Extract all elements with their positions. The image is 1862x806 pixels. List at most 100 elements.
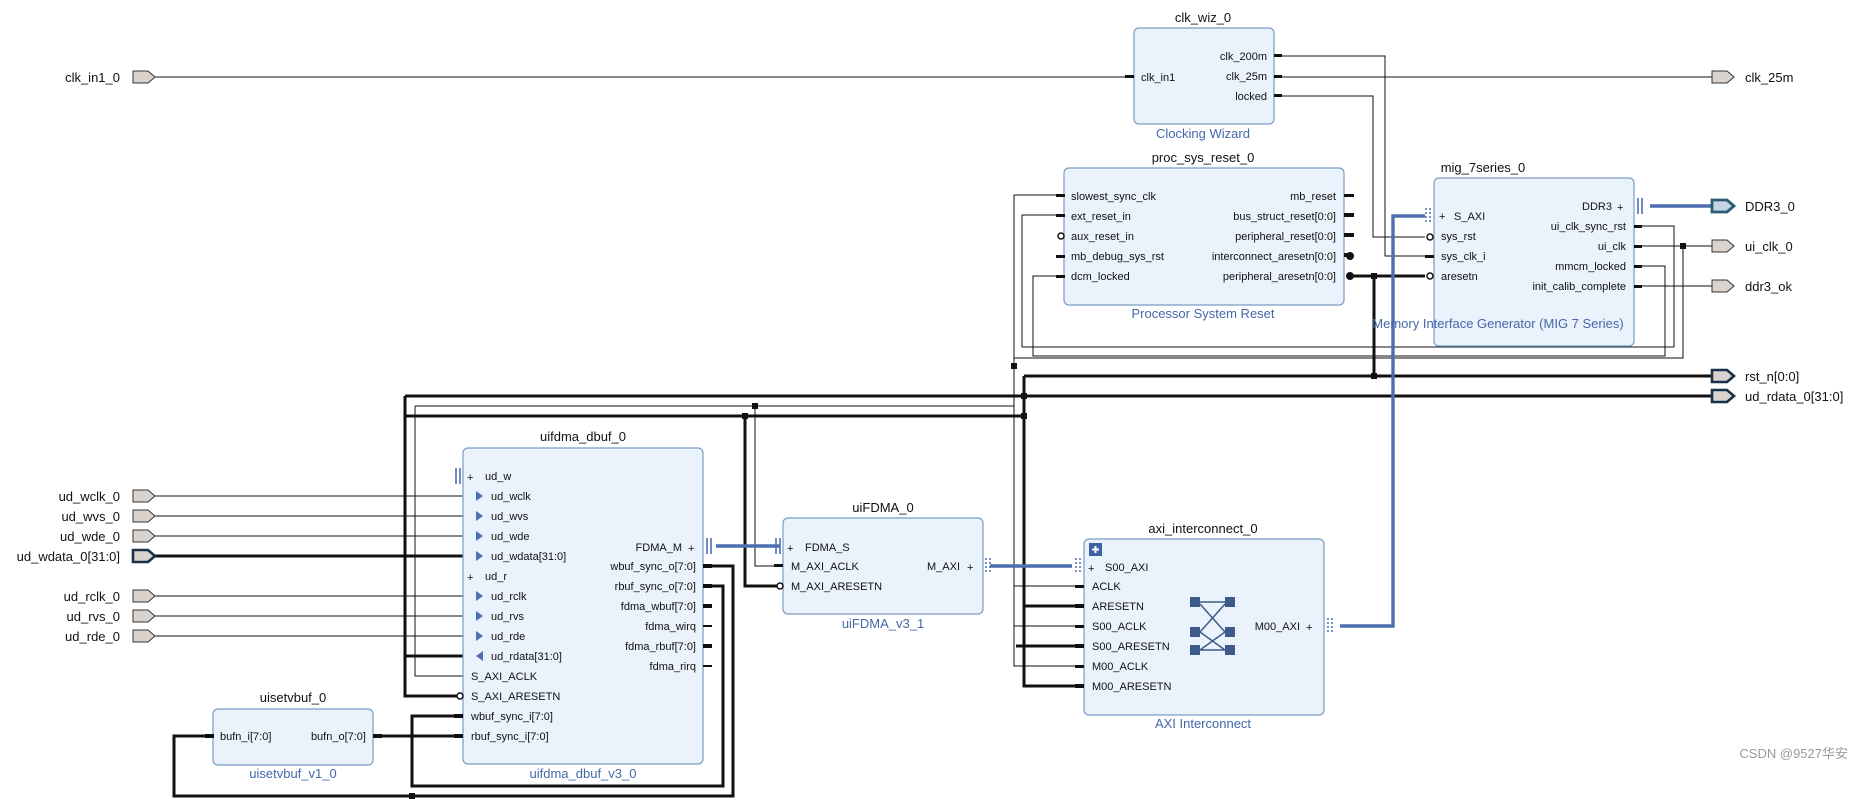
expand-plus-icon[interactable]: + [1617, 202, 1623, 214]
pin-ud-rclk[interactable]: ud_rclk [491, 591, 527, 603]
pin-fdma-s[interactable]: FDMA_S [805, 542, 850, 554]
port-ud-wde[interactable] [132, 529, 156, 543]
block-instance-name: clk_wiz_0 [1175, 10, 1231, 25]
port-clk-in1[interactable] [132, 70, 156, 84]
port-label-ud-rvs: ud_rvs_0 [67, 609, 120, 624]
pin-peripheral-reset[interactable]: peripheral_reset[0:0] [1235, 231, 1336, 243]
pin-bus-struct-reset[interactable]: bus_struct_reset[0:0] [1233, 211, 1336, 223]
port-ud-wdata[interactable] [131, 548, 157, 564]
pin-fdma-rirq[interactable]: fdma_rirq [650, 661, 696, 673]
port-label-ud-wdata: ud_wdata_0[31:0] [17, 549, 120, 564]
pin-wbuf-sync-i[interactable]: wbuf_sync_i[7:0] [470, 711, 553, 723]
pin-s-axi-aclk[interactable]: S_AXI_ACLK [471, 671, 538, 683]
pin-rbuf-sync-o[interactable]: rbuf_sync_o[7:0] [615, 581, 696, 593]
port-ud-wclk[interactable] [132, 489, 156, 503]
pin-peripheral-aresetn[interactable]: peripheral_aresetn[0:0] [1223, 271, 1336, 283]
block-uifdma-dbuf[interactable]: uifdma_dbuf_0 uifdma_dbuf_v3_0 + ud_w ud… [454, 429, 712, 781]
expand-block-icon[interactable] [1089, 543, 1102, 556]
pin-bufn-o[interactable]: bufn_o[7:0] [311, 731, 366, 743]
pin-mb-debug-sys-rst[interactable]: mb_debug_sys_rst [1071, 251, 1164, 263]
pin-m00-aclk[interactable]: M00_ACLK [1092, 661, 1149, 673]
port-ud-rdata[interactable] [1710, 388, 1736, 404]
port-ui-clk[interactable] [1711, 239, 1735, 253]
pin-sys-rst[interactable]: sys_rst [1441, 231, 1476, 243]
expand-plus-icon[interactable]: + [467, 472, 473, 484]
port-rst-n[interactable] [1710, 368, 1736, 384]
pin-m-axi-aresetn[interactable]: M_AXI_ARESETN [791, 581, 882, 593]
pin-ud-rvs[interactable]: ud_rvs [491, 611, 525, 623]
block-uifdma[interactable]: uiFDMA_0 uiFDMA_v3_1 + FDMA_S M_AXI_ACLK… [774, 500, 991, 631]
pin-fdma-m[interactable]: FDMA_M [636, 542, 682, 554]
pin-ui-clk[interactable]: ui_clk [1598, 241, 1627, 253]
port-ud-rclk[interactable] [132, 589, 156, 603]
pin-mmcm-locked[interactable]: mmcm_locked [1555, 261, 1626, 273]
pin-aresetn[interactable]: ARESETN [1092, 601, 1144, 613]
port-ud-wvs[interactable] [132, 509, 156, 523]
pin-mb-reset[interactable]: mb_reset [1290, 191, 1336, 203]
port-ddr3-ok[interactable] [1711, 279, 1735, 293]
pin-fdma-wirq[interactable]: fdma_wirq [645, 621, 696, 633]
pin-ud-wclk[interactable]: ud_wclk [491, 491, 531, 503]
pin-wbuf-sync-o[interactable]: wbuf_sync_o[7:0] [609, 561, 696, 573]
pin-aresetn[interactable]: aresetn [1441, 271, 1478, 283]
port-ud-rvs[interactable] [132, 609, 156, 623]
block-ip-name: uifdma_dbuf_v3_0 [530, 766, 637, 781]
port-ddr3[interactable] [1710, 198, 1737, 214]
bus-interface-icon [985, 558, 991, 574]
pin-ud-w[interactable]: ud_w [485, 471, 511, 483]
pin-aux-reset-in[interactable]: aux_reset_in [1071, 231, 1134, 243]
expand-plus-icon[interactable]: + [1088, 563, 1094, 575]
block-uisetvbuf[interactable]: uisetvbuf_0 uisetvbuf_v1_0 bufn_i[7:0] b… [205, 690, 382, 781]
pin-ud-r[interactable]: ud_r [485, 571, 507, 583]
expand-plus-icon[interactable]: + [688, 543, 694, 555]
pin-dcm-locked[interactable]: dcm_locked [1071, 271, 1130, 283]
pin-rbuf-sync-i[interactable]: rbuf_sync_i[7:0] [471, 731, 549, 743]
pin-s00-aresetn[interactable]: S00_ARESETN [1092, 641, 1170, 653]
expand-plus-icon[interactable]: + [1439, 211, 1445, 223]
pin-clk-200m[interactable]: clk_200m [1220, 51, 1267, 63]
pin-ud-wvs[interactable]: ud_wvs [491, 511, 529, 523]
block-axi-interconnect[interactable]: axi_interconnect_0 AXI Interconnect + S0… [1075, 521, 1333, 731]
pin-fdma-rbuf[interactable]: fdma_rbuf[7:0] [625, 641, 696, 653]
pin-ud-rdata[interactable]: ud_rdata[31:0] [491, 651, 562, 663]
pin-m-axi[interactable]: M_AXI [927, 561, 960, 573]
pin-clk-25m[interactable]: clk_25m [1226, 71, 1267, 83]
pin-ud-rde[interactable]: ud_rde [491, 631, 525, 643]
port-clk-25m[interactable] [1711, 70, 1735, 84]
pin-ud-wde[interactable]: ud_wde [491, 531, 530, 543]
block-instance-name: uiFDMA_0 [852, 500, 913, 515]
pin-bufn-i[interactable]: bufn_i[7:0] [220, 731, 271, 743]
block-mig[interactable]: mig_7series_0 Memory Interface Generator… [1372, 160, 1643, 347]
pin-sys-clk-i[interactable]: sys_clk_i [1441, 251, 1486, 263]
port-label-ddr3: DDR3_0 [1745, 199, 1795, 214]
pin-m-axi-aclk[interactable]: M_AXI_ACLK [791, 561, 860, 573]
block-instance-name: axi_interconnect_0 [1148, 521, 1257, 536]
pin-ui-clk-sync-rst[interactable]: ui_clk_sync_rst [1551, 221, 1626, 233]
pin-init-calib-complete[interactable]: init_calib_complete [1532, 281, 1626, 293]
pin-aclk[interactable]: ACLK [1092, 581, 1121, 593]
pin-clk-in1[interactable]: clk_in1 [1141, 72, 1175, 84]
pin-s-axi-aresetn[interactable]: S_AXI_ARESETN [471, 691, 560, 703]
pin-ddr3[interactable]: DDR3 [1582, 201, 1612, 213]
block-ip-name: AXI Interconnect [1155, 716, 1251, 731]
port-ud-rde[interactable] [132, 629, 156, 643]
pin-ext-reset-in[interactable]: ext_reset_in [1071, 211, 1131, 223]
pin-m00-aresetn[interactable]: M00_ARESETN [1092, 681, 1172, 693]
crossbar-icon [1190, 597, 1235, 655]
block-ip-name: Memory Interface Generator (MIG 7 Series… [1372, 316, 1623, 331]
pin-interconnect-aresetn[interactable]: interconnect_aresetn[0:0] [1212, 251, 1336, 263]
pin-s-axi[interactable]: S_AXI [1454, 211, 1485, 223]
expand-plus-icon[interactable]: + [967, 562, 973, 574]
pin-m00-axi[interactable]: M00_AXI [1255, 621, 1300, 633]
expand-plus-icon[interactable]: + [1306, 622, 1312, 634]
pin-locked[interactable]: locked [1235, 91, 1267, 103]
expand-plus-icon[interactable]: + [467, 572, 473, 584]
expand-plus-icon[interactable]: + [787, 543, 793, 555]
pin-slowest-sync-clk[interactable]: slowest_sync_clk [1071, 191, 1156, 203]
pin-s00-aclk[interactable]: S00_ACLK [1092, 621, 1147, 633]
block-clk-wiz[interactable]: clk_wiz_0 Clocking Wizard clk_in1 clk_20… [1125, 10, 1282, 141]
pin-s00-axi[interactable]: S00_AXI [1105, 562, 1148, 574]
pin-ud-wdata[interactable]: ud_wdata[31:0] [491, 551, 566, 563]
block-proc-sys-reset[interactable]: proc_sys_reset_0 Processor System Reset … [1056, 150, 1354, 321]
pin-fdma-wbuf[interactable]: fdma_wbuf[7:0] [621, 601, 696, 613]
